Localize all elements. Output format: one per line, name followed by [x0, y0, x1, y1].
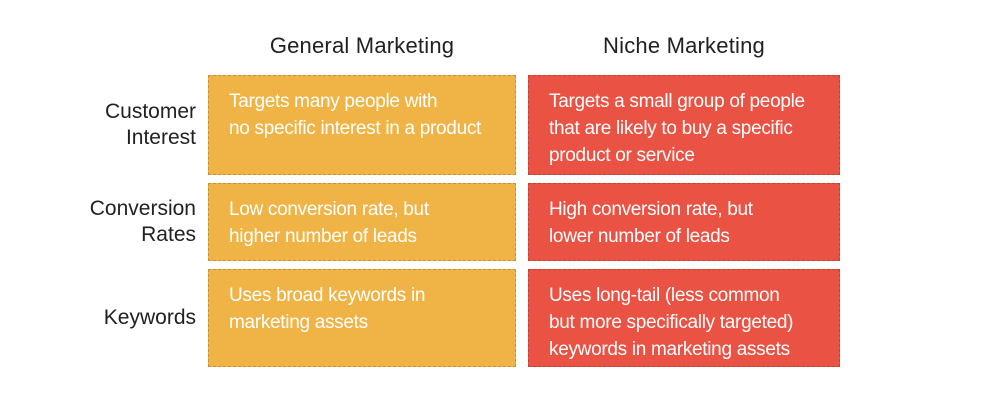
row-label-keywords: Keywords [103, 306, 196, 329]
row-label-customer-interest: Customer Interest [104, 100, 196, 149]
cell-niche-keywords: Uses long-tail (less common but more spe… [528, 269, 840, 367]
cell-general-conversion-rates: Low conversion rate, but higher number o… [208, 183, 516, 261]
header-spacer [0, 24, 196, 67]
row-label-conversion-rates: Conversion Rates [89, 197, 196, 246]
cell-general-keywords: Uses broad keywords in marketing assets [208, 269, 516, 367]
cell-niche-customer-interest: Targets a small group of people that are… [528, 75, 840, 175]
cell-niche-conversion-rates: High conversion rate, but lower number o… [528, 183, 840, 261]
column-header-general-marketing: General Marketing [269, 32, 455, 58]
cell-general-customer-interest: Targets many people with no specific int… [208, 75, 516, 175]
comparison-table: General Marketing Niche Marketing Custom… [0, 24, 840, 367]
column-header-niche-marketing: Niche Marketing [603, 32, 765, 58]
